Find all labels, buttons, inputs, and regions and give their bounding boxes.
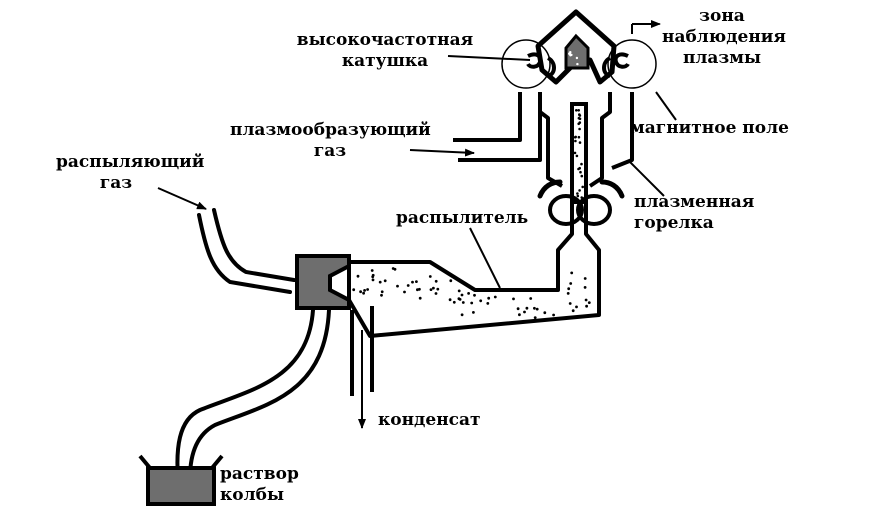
torch-brackets — [537, 179, 625, 199]
magnetic-field-circles — [501, 39, 657, 89]
injector-particles — [573, 109, 584, 199]
label-nebulizer: распылитель — [396, 208, 529, 228]
condensate-drain — [350, 306, 374, 396]
nebulizer-leader — [469, 227, 501, 289]
torch-coil — [548, 194, 612, 226]
label-flask-solution: раствор колбы — [220, 464, 299, 505]
plasma-gas-arrow — [409, 148, 475, 157]
label-hf-coil: высокочастотная катушка — [296, 30, 474, 71]
label-plasma-torch: плазменная горелка — [634, 192, 755, 233]
label-spray-gas: распыляющий газ — [56, 152, 205, 193]
label-magnetic-field: магнитное поле — [630, 118, 789, 138]
spray-gas-arrow — [157, 187, 207, 210]
aerosol-particles — [352, 267, 591, 319]
label-condensate: конденсат — [378, 410, 481, 430]
spray-gas-tube — [197, 208, 296, 294]
sample-tubes — [175, 308, 331, 480]
flask — [138, 454, 224, 506]
hf-coil-ears — [526, 52, 630, 78]
label-observation-zone: зона наблюдения плазмы — [662, 6, 786, 68]
torch-body — [453, 92, 634, 188]
nebulizer-cap — [295, 254, 351, 310]
label-plasma-gas: плазмообразующий газ — [230, 120, 431, 161]
